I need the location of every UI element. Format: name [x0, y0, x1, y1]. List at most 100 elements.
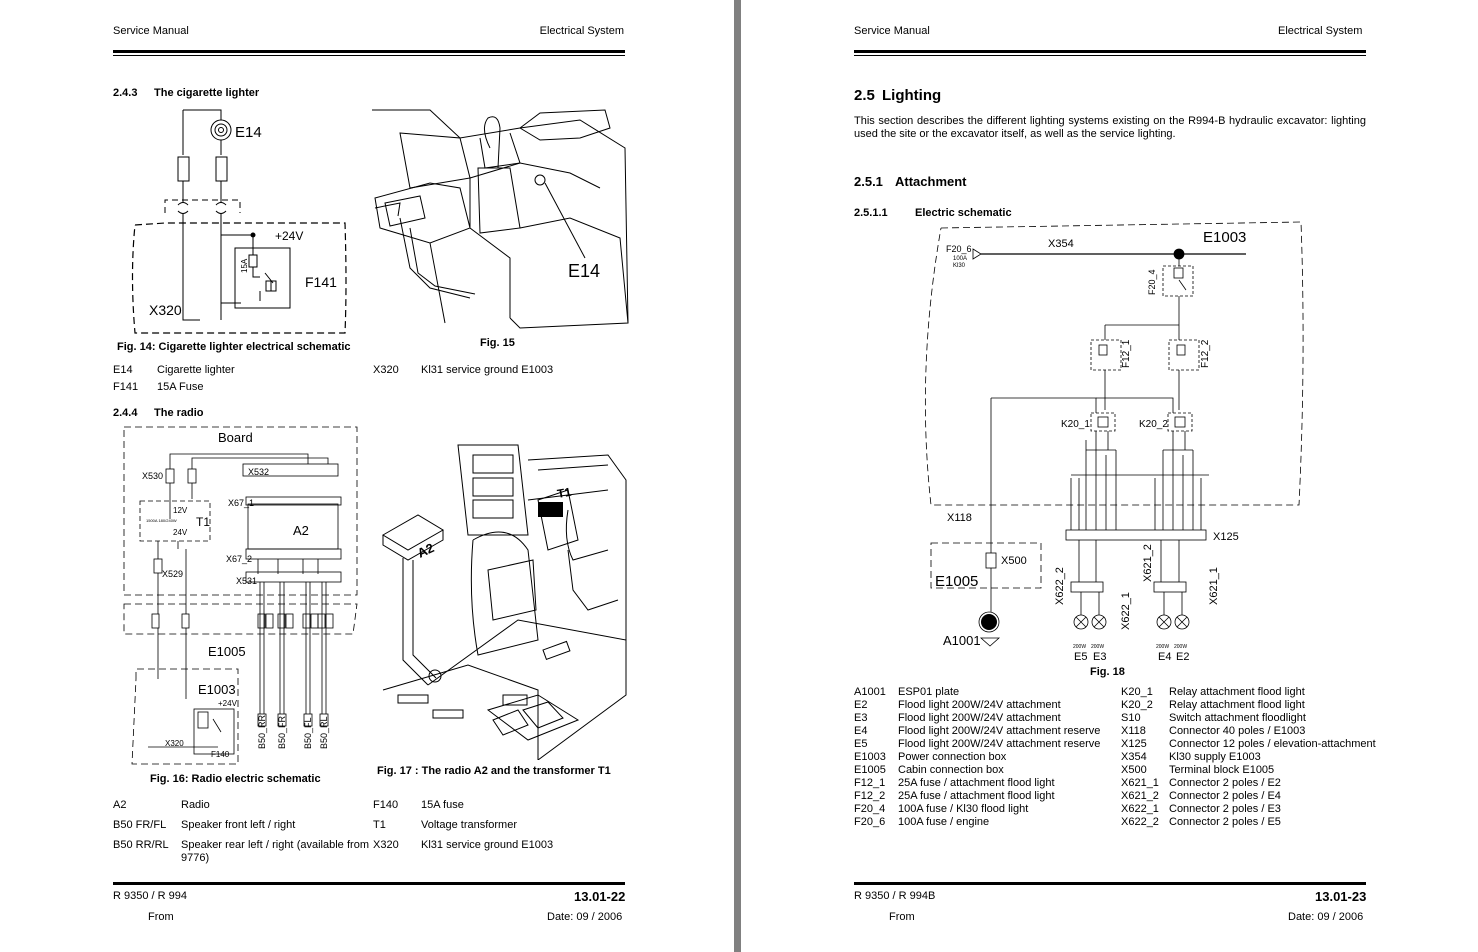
legend-text: Terminal block E1005: [1169, 764, 1275, 776]
fig18-200w-e4: 200W: [1156, 644, 1169, 650]
header-left: Service Manual: [113, 25, 189, 37]
legend-code: F12_2: [854, 790, 886, 802]
legend-code: X621_1: [1121, 777, 1159, 789]
footer-rule: [854, 882, 1366, 885]
fig16-a2: A2: [293, 523, 309, 538]
legend-code: X500: [1121, 764, 1147, 776]
footer-date: Date: 09 / 2006: [547, 911, 623, 923]
footer-model: R 9350 / R 994: [113, 890, 187, 902]
fig17-caption: Fig. 17 : The radio A2 and the transform…: [377, 765, 611, 777]
legend2-text-0: Radio: [181, 799, 210, 811]
fig18-e3: E3: [1093, 651, 1106, 663]
section-2511-title: Electric schematic: [915, 207, 1012, 219]
fig16-f140: F140: [211, 750, 230, 759]
legend-code: E1003: [854, 751, 886, 763]
section-251-title: Attachment: [895, 174, 967, 189]
footer-from: From: [889, 911, 915, 923]
header-left: Service Manual: [854, 25, 930, 37]
legend-left-texts: ESP01 plate Flood light 200W/24V attachm…: [898, 686, 1100, 829]
legend1-code-2: X320: [373, 364, 399, 376]
fig17-a2: A2: [415, 540, 436, 561]
fig18-200w-e3: 200W: [1091, 644, 1104, 650]
footer-rule: [113, 882, 625, 885]
legend2-code-1: B50 FR/FL: [113, 819, 167, 831]
fig18-schematic: F20_6 100A Kl30 X354 E1003 F20_4 F12_1 F…: [924, 221, 1304, 663]
fig16-24v: 24V: [173, 528, 188, 537]
legend-text: ESP01 plate: [898, 686, 960, 698]
footer-model: R 9350 / R 994B: [854, 890, 936, 902]
legend-code: E4: [854, 725, 868, 737]
fig14-e14: E14: [235, 124, 262, 141]
fig18-a1001: A1001: [943, 633, 981, 648]
fig18-e5: E5: [1074, 651, 1087, 663]
fig18-k20-1: K20_1: [1061, 419, 1090, 430]
fig16-x67-2: X67_2: [226, 554, 252, 564]
legend-text: Power connection box: [898, 751, 1007, 763]
fig14-f141: F141: [305, 274, 337, 290]
fig15-illustration: E14: [372, 109, 629, 329]
legend-code: X621_2: [1121, 790, 1159, 802]
fig16-schematic: Board X530 X532 X67_1 12V T1 1500A 180/2…: [123, 426, 358, 765]
legend-text: Relay attachment flood light: [1169, 699, 1305, 711]
legend2-code-4: T1: [373, 819, 386, 831]
fig14-caption: Fig. 14: Cigarette lighter electrical sc…: [117, 341, 351, 353]
fig18-e4: E4: [1158, 651, 1171, 663]
section-244-title: The radio: [154, 407, 204, 419]
legend2-code-2: B50 RR/RL: [113, 839, 169, 851]
fig18-f20-6-spec2: Kl30: [953, 263, 966, 269]
fig14-15a: 15A: [240, 258, 249, 273]
legend-code: E5: [854, 738, 868, 750]
fig16-t1-spec: 1500A 180/240W: [146, 518, 177, 523]
legend-code: K20_1: [1121, 686, 1153, 698]
legend-code: E1005: [854, 764, 886, 776]
legend-text: Flood light 200W/24V attachment: [898, 712, 1061, 724]
section-2511-number: 2.5.1.1: [854, 207, 888, 219]
fig16-board: Board: [218, 430, 253, 445]
fig18-200w-e5: 200W: [1073, 644, 1086, 650]
legend-text: 25A fuse / attachment flood light: [898, 777, 1055, 789]
fig16-b50-fr: B50_FR: [277, 715, 287, 749]
fig18-200w-e2: 200W: [1174, 644, 1187, 650]
fig16-b50-fl: B50_FL: [303, 717, 313, 749]
legend1-code-0: E14: [113, 364, 133, 376]
header-right: Electrical System: [539, 25, 624, 37]
legend2-text-1: Speaker front left / right: [181, 819, 296, 831]
fig17-illustration: T1 A2: [382, 444, 627, 760]
legend-code: X118: [1121, 725, 1146, 737]
legend-text: Connector 2 poles / E3: [1169, 803, 1281, 815]
fig18-k20-2: K20_2: [1139, 419, 1168, 430]
fig14-24v: +24V: [275, 229, 303, 243]
fig16-x320: X320: [165, 739, 184, 748]
legend-text: Connector 2 poles / E2: [1169, 777, 1281, 789]
legend-text: Cabin connection box: [898, 764, 1004, 776]
legend2-code-5: X320: [373, 839, 399, 851]
fig18-f20-6-spec1: 100A: [953, 256, 967, 262]
fig18-f12-1: F12_1: [1121, 339, 1132, 368]
fig18-f20-4: F20_4: [1147, 269, 1157, 295]
fig16-b50-rr: B50_RR: [257, 714, 267, 749]
legend-code: A1001: [854, 686, 886, 698]
intro-paragraph: This section describes the different lig…: [854, 115, 1366, 140]
section-243-number: 2.4.3: [113, 87, 138, 99]
section-243-title: The cigarette lighter: [154, 87, 260, 99]
legend-right-texts: Relay attachment flood light Relay attac…: [1169, 686, 1376, 829]
fig17-t1: T1: [556, 485, 573, 501]
fig14-schematic: E14 +24V 15A F141 X320: [131, 109, 347, 334]
fig16-e1003: E1003: [198, 682, 236, 697]
legend2-text-5: Kl31 service ground E1003: [421, 839, 554, 851]
legend-code: F20_4: [854, 803, 886, 815]
legend1-code-1: F141: [113, 381, 139, 393]
fig16-b50-rl: B50_RL: [319, 716, 329, 749]
fig14-x320: X320: [149, 302, 182, 318]
section-25-number: 2.5: [854, 87, 875, 104]
legend-code: E2: [854, 699, 868, 711]
legend-code: X622_1: [1121, 803, 1159, 815]
fig18-x622-1: X622_1: [1120, 592, 1132, 630]
fig16-12v: 12V: [173, 506, 188, 515]
section-251-number: 2.5.1: [854, 174, 883, 189]
fig16-x530: X530: [142, 471, 163, 481]
legend-code: K20_2: [1121, 699, 1153, 711]
fig18-e2: E2: [1176, 651, 1189, 663]
header-rule-thin: [113, 55, 625, 56]
fig16-x67-1: X67_1: [228, 498, 254, 508]
